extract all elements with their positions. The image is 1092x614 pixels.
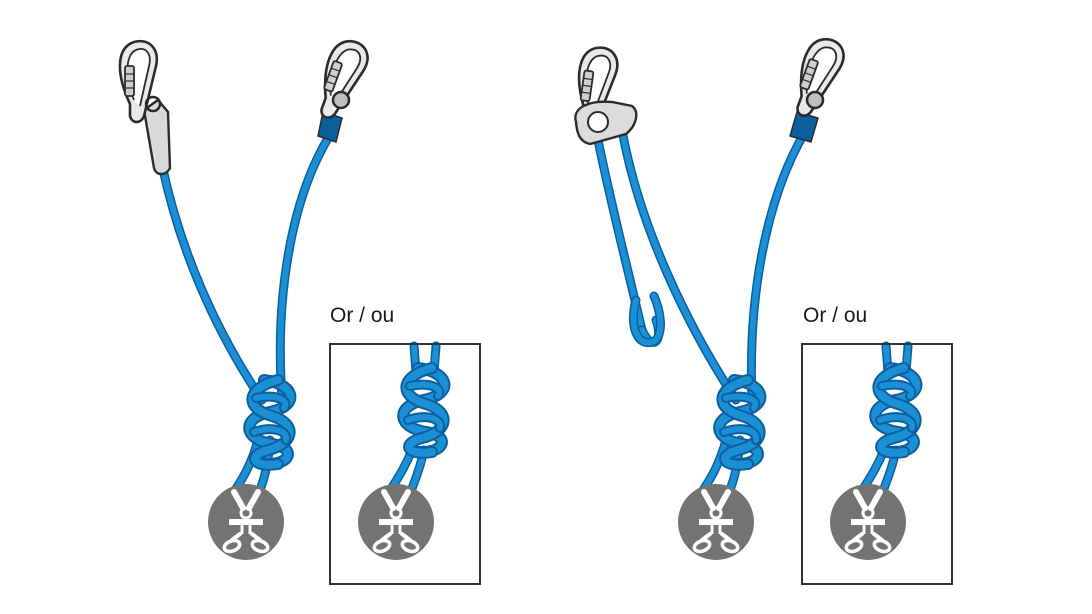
stitched-termination	[317, 111, 343, 143]
stitched-termination	[789, 111, 819, 143]
inset-caption-left: Or / ou	[330, 304, 395, 327]
inset-caption-right: Or / ou	[803, 304, 868, 327]
inset-frame-left	[329, 343, 481, 585]
left-inset-detail	[358, 341, 444, 560]
connector-ring	[331, 90, 351, 110]
harness-attachment-icon	[678, 484, 754, 560]
connector-ring	[144, 95, 162, 113]
rope-icon	[593, 125, 810, 500]
harness-attachment-icon	[208, 484, 284, 560]
left-lanyard	[118, 34, 374, 560]
figure-eight-knot-icon	[249, 380, 290, 465]
right-inset-detail	[830, 341, 916, 560]
connector-ring	[805, 90, 825, 110]
right-lanyard	[570, 32, 850, 560]
carabiner-icon	[308, 34, 374, 126]
rope-icon	[157, 130, 335, 500]
figure-eight-knot-icon	[719, 380, 760, 465]
sewn-sleeve	[142, 98, 172, 176]
inset-frame-right	[801, 343, 953, 585]
